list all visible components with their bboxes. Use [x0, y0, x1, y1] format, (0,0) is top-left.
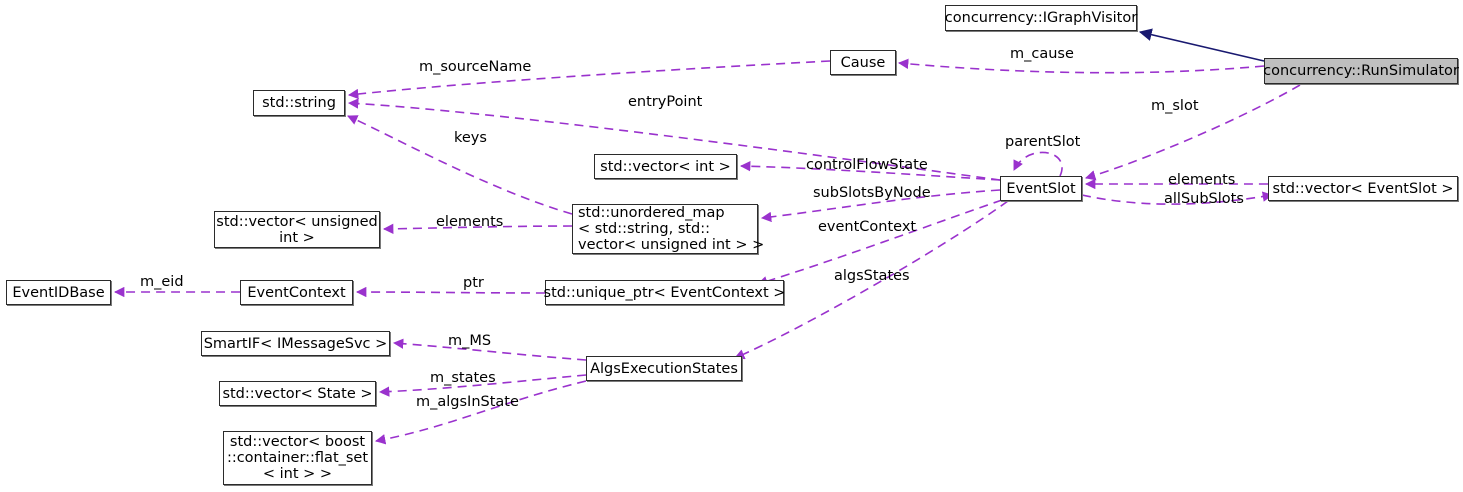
node-cause[interactable]: Cause	[830, 50, 896, 75]
node-vector-int[interactable]: std::vector< int >	[594, 154, 737, 179]
edge-label-elements-left: elements	[436, 214, 504, 230]
edge-eventslot-vectoreventslot	[1081, 191, 1274, 205]
edge-label-m-slot: m_slot	[1151, 98, 1199, 114]
edge-label-subslotsbynode: subSlotsByNode	[813, 185, 931, 201]
node-vector-boost-flat-set[interactable]: std::vector< boost ::container::flat_set…	[223, 431, 372, 485]
node-eventcontext[interactable]: EventContext	[240, 280, 353, 305]
edge-label-m-eid: m_eid	[140, 274, 184, 290]
edge-label-m-cause: m_cause	[1010, 46, 1074, 62]
edge-uniqueptr-eventcontext	[355, 286, 546, 298]
usage-edges	[113, 58, 1301, 445]
node-vector-eventslot[interactable]: std::vector< EventSlot >	[1268, 176, 1458, 201]
edge-runsimulator-eventslot	[1085, 84, 1301, 181]
edge-eventslot-uniqueptr	[757, 199, 1003, 287]
edge-algsexecstates-vectorstate	[378, 374, 587, 397]
node-smartif-imessagesvc[interactable]: SmartIF< IMessageSvc >	[201, 331, 390, 356]
edge-eventslot-stdstring	[347, 98, 1001, 181]
node-runsimulator[interactable]: concurrency::RunSimulator	[1263, 58, 1459, 84]
edge-label-parentslot: parentSlot	[1005, 134, 1081, 150]
node-vector-state[interactable]: std::vector< State >	[219, 381, 376, 406]
edge-label-elements-right: elements	[1168, 172, 1236, 188]
inheritance-edges	[1138, 28, 1265, 62]
edge-label-controlflowstate: controlFlowState	[806, 157, 928, 173]
edge-label-m-algsinstate: m_algsInState	[416, 394, 519, 410]
edge-label-ptr: ptr	[463, 275, 484, 291]
edge-unorderedmap-stdstring	[347, 115, 573, 215]
edge-algsexecstates-smartif	[392, 338, 587, 361]
node-eventidbase[interactable]: EventIDBase	[6, 280, 111, 305]
edge-label-entrypoint: entryPoint	[628, 94, 703, 110]
edge-cause-stdstring	[347, 60, 831, 100]
edge-label-allsubslots: allSubSlots	[1164, 191, 1244, 207]
node-vector-unsigned-int[interactable]: std::vector< unsigned int >	[214, 211, 380, 248]
node-algsexecutionstates[interactable]: AlgsExecutionStates	[586, 356, 742, 381]
node-igraphvisitor[interactable]: concurrency::IGraphVisitor	[945, 5, 1137, 31]
edge-runsimulator-igraphvisitor	[1138, 28, 1265, 62]
edge-label-algsstates: algsStates	[834, 268, 910, 284]
edge-eventslot-unorderedmap	[760, 189, 1001, 223]
node-eventslot[interactable]: EventSlot	[1000, 176, 1082, 201]
edge-runsimulator-cause	[897, 58, 1265, 74]
edge-algsexecstates-vectorflatset	[374, 380, 587, 445]
edge-eventslot-parentslot-self	[1013, 151, 1063, 177]
node-std-string[interactable]: std::string	[253, 90, 345, 116]
edge-label-m-sourcename: m_sourceName	[419, 59, 532, 75]
edge-label-m-ms: m_MS	[448, 333, 492, 349]
edge-eventslot-vectorint	[739, 161, 1001, 181]
edge-label-eventcontext: eventContext	[818, 219, 917, 235]
edge-unorderedmap-vectoruint	[382, 223, 573, 235]
node-unique-ptr-eventcontext[interactable]: std::unique_ptr< EventContext >	[544, 280, 785, 305]
edge-label-m-states: m_states	[430, 370, 496, 386]
edge-label-keys: keys	[454, 130, 487, 146]
edge-eventslot-algsexecstates	[734, 200, 1009, 360]
node-unordered-map[interactable]: std::unordered_map < std::string, std:: …	[572, 204, 764, 254]
